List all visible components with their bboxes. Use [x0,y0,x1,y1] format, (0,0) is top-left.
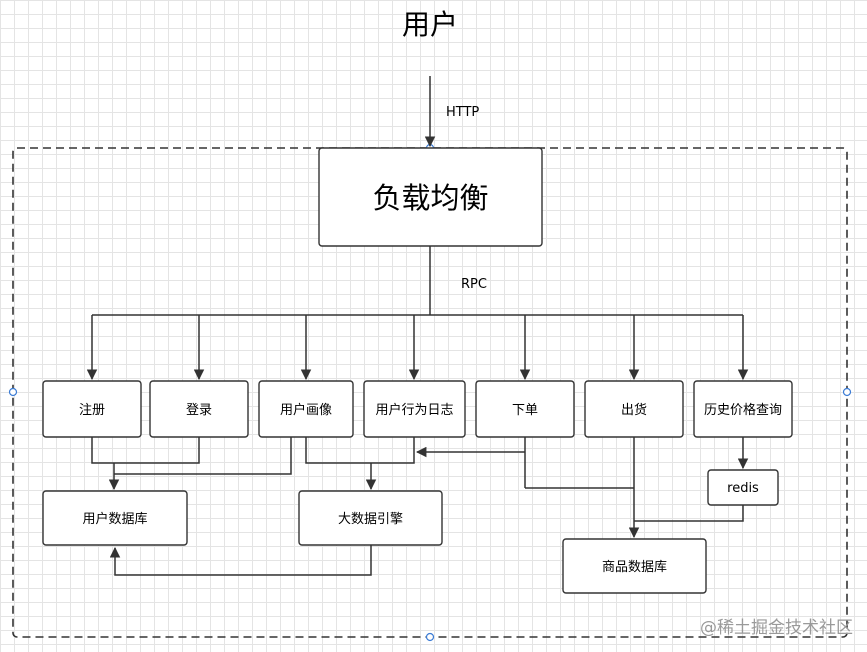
user-db-node[interactable]: 用户数据库 [42,490,188,546]
bigdata-label: 大数据引擎 [338,512,403,527]
edge-redis-to-goods [634,505,744,522]
ship-label: 出货 [621,402,647,418]
login-node[interactable]: 登录 [149,380,249,438]
login-label: 登录 [186,403,212,418]
rpc-label: RPC [461,277,487,292]
load-balancer-label: 负载均衡 [372,181,488,215]
http-label: HTTP [446,105,479,120]
order-node[interactable]: 下单 [475,380,575,438]
register-node[interactable]: 注册 [42,380,142,438]
handle-left[interactable] [8,387,18,397]
edge-profile-behavior-merge [305,437,415,464]
user-db-label: 用户数据库 [82,511,147,527]
behavior-log-node[interactable]: 用户行为日志 [363,380,466,438]
load-balancer-node[interactable]: 负载均衡 [318,147,543,247]
handle-bottom[interactable] [425,632,435,642]
goods-db-label: 商品数据库 [602,559,667,575]
register-label: 注册 [79,403,105,418]
redis-node[interactable]: redis [707,469,779,506]
handle-right[interactable] [842,387,852,397]
watermark: @稀土掘金技术社区 [700,618,853,638]
bigdata-node[interactable]: 大数据引擎 [298,490,443,546]
profile-node[interactable]: 用户画像 [258,380,354,438]
behavior-log-label: 用户行为日志 [375,402,453,418]
ship-node[interactable]: 出货 [584,380,684,438]
profile-label: 用户画像 [280,402,332,418]
redis-label: redis [727,481,759,496]
order-label: 下单 [512,403,538,418]
edge-bigdata-to-user-db [109,545,372,576]
diagram-title: 用户 [402,8,458,41]
price-history-label: 历史价格查询 [704,402,782,418]
price-history-node[interactable]: 历史价格查询 [693,380,793,438]
goods-db-node[interactable]: 商品数据库 [562,538,707,594]
edge-register-login-merge [91,437,200,464]
edge-profile-to-user-db [114,437,292,475]
